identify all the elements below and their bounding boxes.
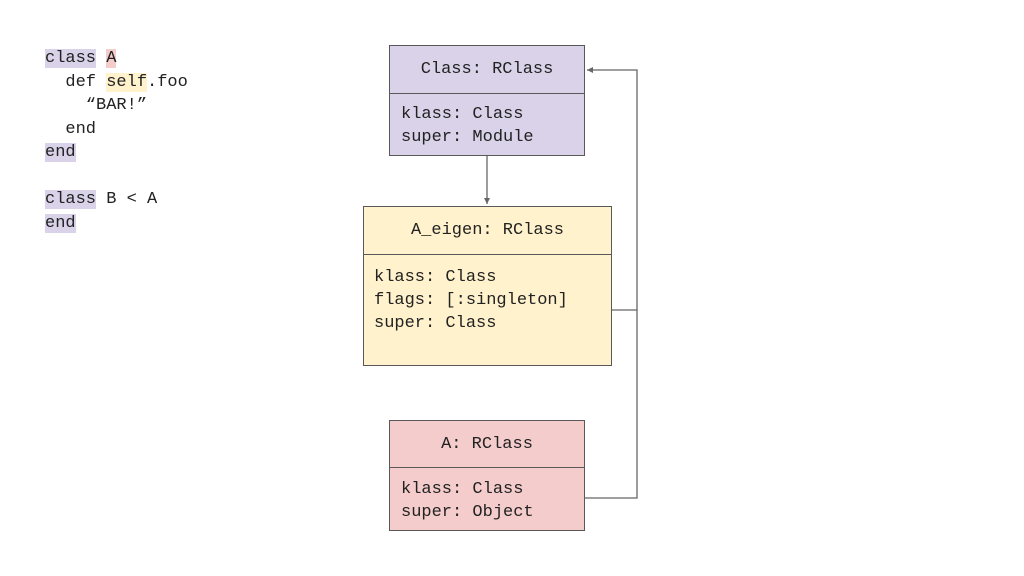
- a-eigen-rclass-box: A_eigen: RClass klass: Class flags: [:si…: [363, 206, 612, 366]
- a-eigen-title: A_eigen: RClass: [364, 207, 611, 255]
- code-def: def: [45, 72, 107, 92]
- code-method-name: .foo: [147, 72, 188, 92]
- code-class-b-decl: B < A: [96, 190, 158, 209]
- a-rclass-box: A: RClass klass: Class super: Object: [389, 420, 585, 531]
- keyword-class: class: [45, 49, 97, 68]
- code-line: end: [45, 141, 188, 165]
- code-snippet: class A def self.foo “BAR!” end end clas…: [45, 47, 188, 235]
- code-line: end: [45, 119, 97, 139]
- field-super: super: Class: [374, 314, 497, 333]
- field-flags: flags: [:singleton]: [374, 291, 568, 310]
- field-klass: klass: Class: [401, 105, 524, 124]
- field-klass: klass: Class: [401, 480, 524, 499]
- a-rclass-fields: klass: Class super: Object: [390, 468, 584, 524]
- field-super: super: Object: [401, 503, 534, 522]
- class-rclass-box: Class: RClass klass: Class super: Module: [389, 45, 585, 156]
- class-name-a: A: [106, 49, 117, 68]
- a-eigen-fields: klass: Class flags: [:singleton] super: …: [364, 255, 611, 335]
- code-line: class B < A: [45, 188, 188, 212]
- field-super: super: Module: [401, 128, 534, 147]
- a-to-eigen-connector: [585, 310, 638, 499]
- code-line: def self.foo: [45, 71, 188, 95]
- class-rclass-title: Class: RClass: [390, 46, 584, 94]
- keyword-end: end: [45, 213, 76, 233]
- code-line: class A: [45, 47, 188, 71]
- field-klass: klass: Class: [374, 268, 497, 287]
- keyword-class: class: [45, 190, 97, 209]
- code-line: end: [45, 212, 188, 236]
- code-line: “BAR!”: [45, 96, 148, 115]
- eigen-to-rclass-connector: [587, 67, 638, 311]
- a-rclass-title: A: RClass: [390, 421, 584, 468]
- keyword-end: end: [45, 143, 76, 162]
- keyword-self: self: [106, 72, 148, 92]
- class-rclass-fields: klass: Class super: Module: [390, 94, 584, 149]
